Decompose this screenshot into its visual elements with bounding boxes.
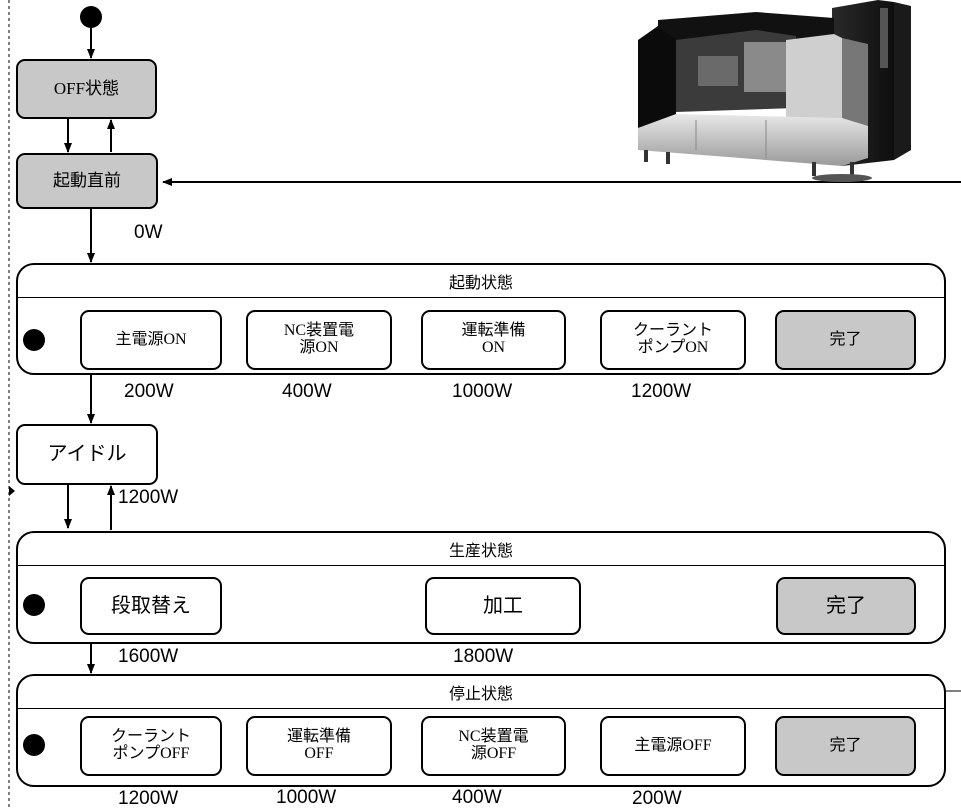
startup-step-3: 運転準備 ON <box>421 310 566 370</box>
production-step-1-label: 段取替え <box>111 594 191 617</box>
startup-power-1: 200W <box>124 381 174 402</box>
startup-step-1-label: 主電源ON <box>115 330 187 348</box>
shutdown-done: 完了 <box>775 716 916 776</box>
startup-step-4-label: クーラント ポンプON <box>632 322 713 356</box>
shutdown-power-1: 1200W <box>118 788 179 809</box>
startup-step-1: 主電源ON <box>80 310 222 370</box>
shutdown-step-1-label: クーラント ポンプOFF <box>110 728 191 762</box>
startup-done: 完了 <box>775 310 916 370</box>
shutdown-power-2: 1000W <box>276 787 337 808</box>
machining-center-image <box>638 0 911 182</box>
shutdown-step-1: クーラント ポンプOFF <box>80 716 222 776</box>
shutdown-step-3: NC装置電 源OFF <box>421 716 566 776</box>
state-pre-start: 起動直前 <box>16 153 158 209</box>
startup-initial-node <box>23 329 45 351</box>
startup-power-4: 1200W <box>631 381 692 402</box>
startup-step-4: クーラント ポンプON <box>600 310 746 370</box>
startup-power-2: 400W <box>282 381 332 402</box>
production-step-2: 加工 <box>425 577 581 635</box>
left-edge-arrow-icon <box>9 486 15 496</box>
startup-step-2: NC装置電 源ON <box>246 310 392 370</box>
pre-start-power-label: 0W <box>134 222 163 243</box>
shutdown-initial-node <box>23 734 45 756</box>
shutdown-power-3: 400W <box>452 787 502 808</box>
production-title: 生産状態 <box>18 533 944 566</box>
startup-title: 起動状態 <box>18 265 944 298</box>
state-off-label: OFF状態 <box>53 79 120 99</box>
shutdown-done-label: 完了 <box>829 736 862 754</box>
production-power-1: 1600W <box>118 646 179 667</box>
production-step-1: 段取替え <box>80 577 222 635</box>
startup-step-3-label: 運転準備 ON <box>461 322 526 356</box>
shutdown-step-3-label: NC装置電 源OFF <box>458 728 529 762</box>
state-pre-start-label: 起動直前 <box>53 171 121 191</box>
shutdown-step-2-label: 運転準備 OFF <box>286 728 351 762</box>
state-idle: アイドル <box>16 424 158 485</box>
startup-power-3: 1000W <box>452 381 513 402</box>
production-step-2-label: 加工 <box>483 594 523 617</box>
shutdown-title: 停止状態 <box>18 676 944 709</box>
production-initial-node <box>23 594 45 616</box>
startup-step-2-label: NC装置電 源ON <box>283 322 355 356</box>
initial-node <box>80 6 102 28</box>
shutdown-step-4-label: 主電源OFF <box>634 736 712 754</box>
production-done: 完了 <box>776 577 916 635</box>
state-idle-label: アイドル <box>47 443 127 465</box>
startup-done-label: 完了 <box>829 330 862 348</box>
shutdown-power-4: 200W <box>632 788 682 809</box>
idle-return-power-label: 1200W <box>118 487 179 508</box>
production-power-2: 1800W <box>453 646 514 667</box>
production-done-label: 完了 <box>826 594 866 617</box>
shutdown-step-2: 運転準備 OFF <box>246 716 392 776</box>
state-off: OFF状態 <box>16 59 157 119</box>
shutdown-step-4: 主電源OFF <box>600 716 746 776</box>
